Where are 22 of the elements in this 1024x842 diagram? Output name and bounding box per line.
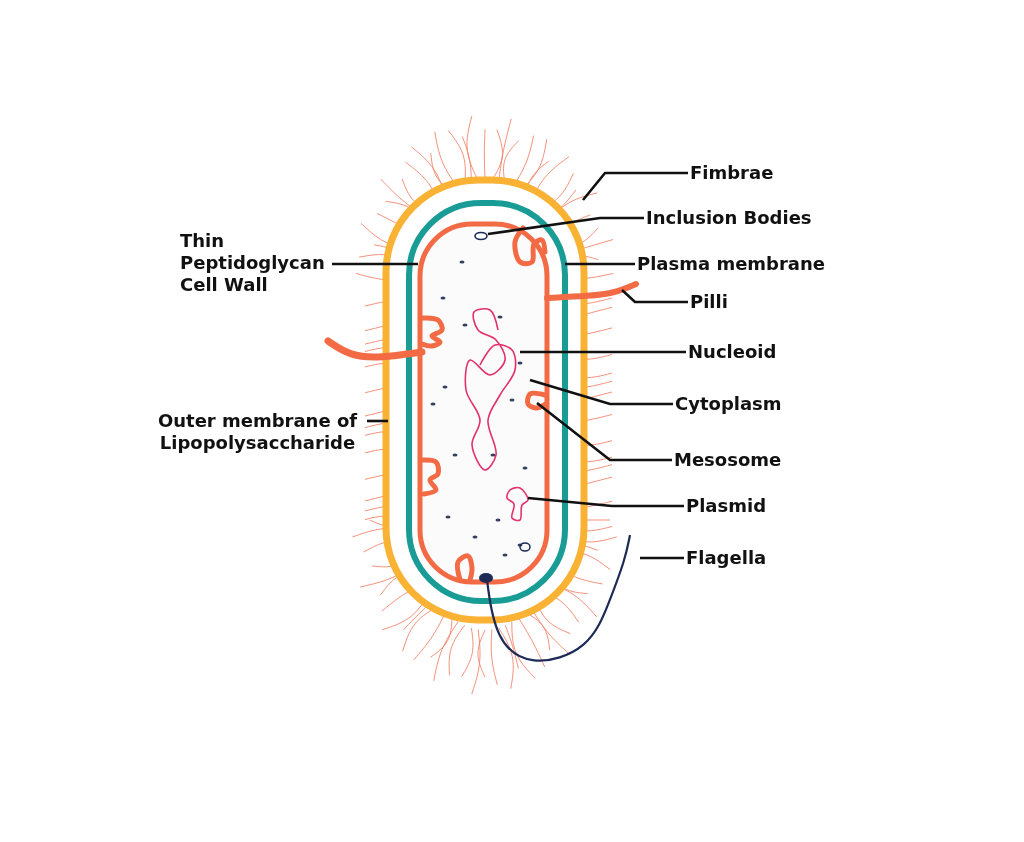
leader-line <box>621 289 688 304</box>
leader-line <box>520 350 686 354</box>
leader-line <box>529 378 673 406</box>
part-label: Mesosome <box>674 449 782 471</box>
leader-line <box>487 216 644 236</box>
part-label: Flagella <box>686 547 767 569</box>
leader-line <box>527 496 684 508</box>
part-label: Nucleoid <box>688 341 777 363</box>
leader-line <box>367 419 388 423</box>
leader-line <box>565 262 635 266</box>
part-label: Cytoplasm <box>675 393 782 415</box>
leader-line <box>536 401 672 462</box>
part-label: Thin Peptidoglycan Cell Wall <box>180 230 330 296</box>
leader-line <box>582 171 688 201</box>
part-label: Inclusion Bodies <box>646 207 812 229</box>
part-label: Plasmid <box>686 495 767 517</box>
part-label: Fimbrae <box>690 162 774 184</box>
part-label: Pilli <box>690 291 728 313</box>
leader-line <box>640 556 684 560</box>
part-label: Outer membrane of Lipopolysaccharide <box>150 410 365 454</box>
leader-line <box>332 262 418 266</box>
part-label: Plasma membrane <box>637 253 826 275</box>
